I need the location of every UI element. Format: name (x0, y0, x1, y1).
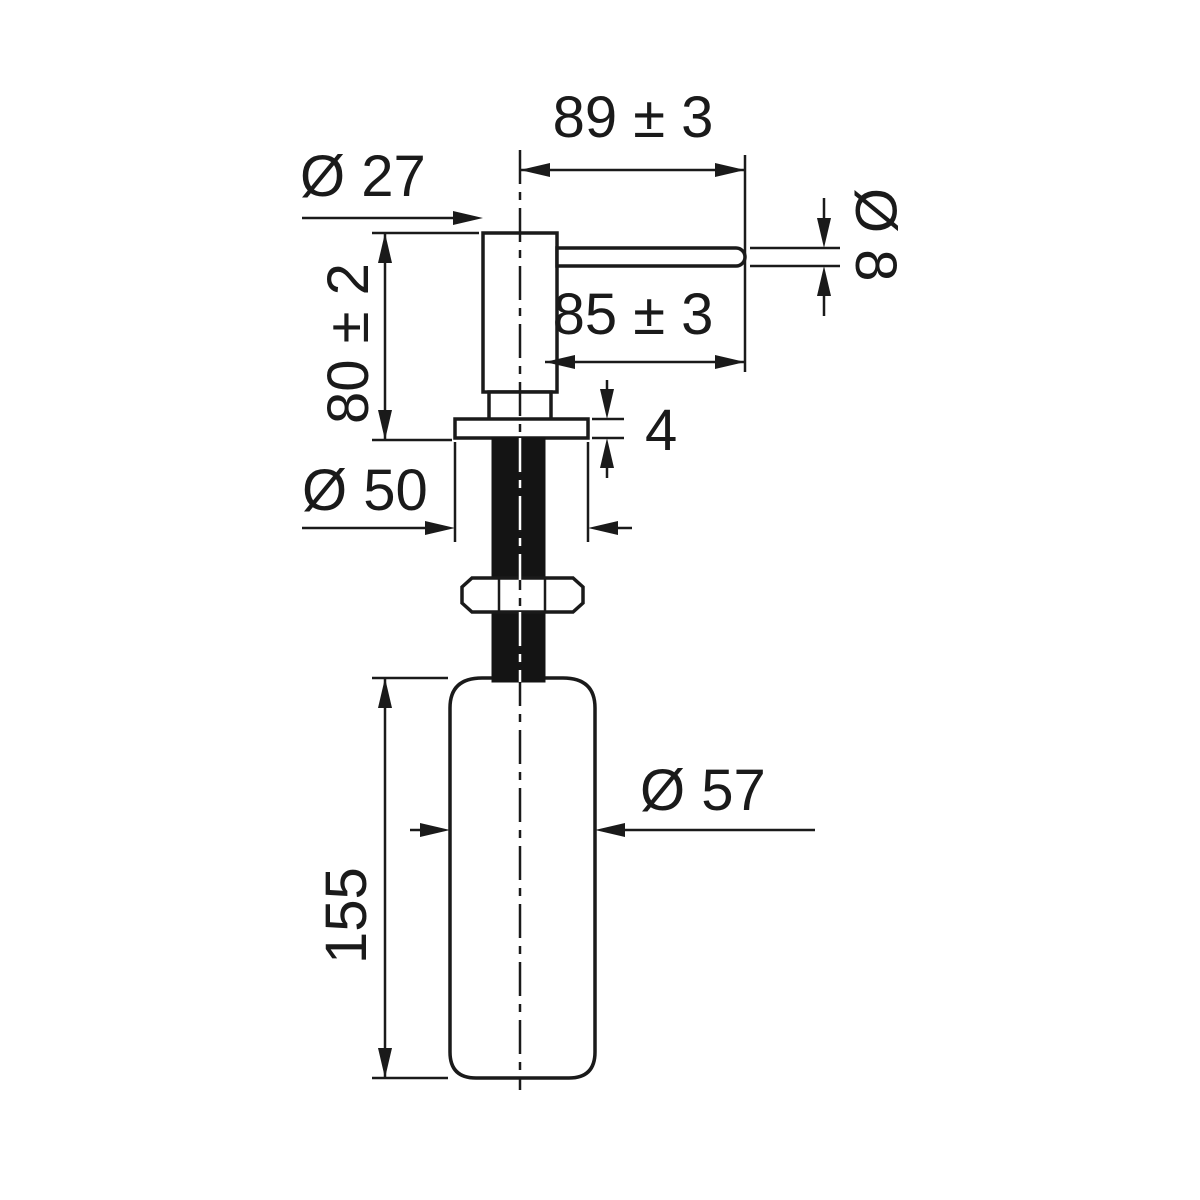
dispenser-outline (448, 150, 747, 1090)
mounting-nut (460, 576, 585, 614)
arrowhead (817, 266, 831, 296)
label-bottle-diameter: Ø 57 (640, 758, 766, 823)
dimension-flange-thickness: 4 (592, 380, 677, 478)
dimension-spout-reach-lower: 85 ± 3 (545, 282, 745, 369)
arrowhead (817, 218, 831, 248)
arrowhead (378, 1048, 392, 1078)
dimension-bottle-height: 155 (314, 676, 448, 1080)
arrowhead (420, 823, 450, 837)
arrowhead (378, 678, 392, 708)
arrowhead (600, 389, 614, 419)
threaded-shank-upper (491, 437, 546, 580)
arrowhead (600, 438, 614, 468)
arrowhead (425, 521, 455, 535)
arrowhead (715, 355, 745, 369)
dimension-body-height: 80 ± 2 (316, 231, 479, 442)
mounting-flange (453, 417, 590, 440)
arrowhead (378, 410, 392, 440)
label-pump-diameter: Ø 27 (300, 144, 426, 209)
label-flange-thickness: 4 (645, 398, 677, 463)
arrowhead (520, 163, 550, 177)
arrowhead (545, 355, 575, 369)
label-body-height: 80 ± 2 (316, 263, 381, 424)
dimension-pump-diameter: Ø 27 (300, 144, 483, 225)
arrowhead (595, 823, 625, 837)
arrowhead (715, 163, 745, 177)
label-spout-reach-upper: 89 ± 3 (553, 85, 714, 150)
label-spout-reach-lower: 85 ± 3 (553, 282, 714, 347)
dimension-flange-diameter: Ø 50 (302, 442, 632, 542)
arrowhead (378, 233, 392, 263)
threaded-shank-lower (491, 611, 546, 683)
label-bottle-height: 155 (314, 867, 379, 964)
arrowhead (453, 211, 483, 225)
label-flange-diameter: Ø 50 (302, 458, 428, 523)
bottle (448, 676, 597, 1080)
label-spout-tube-diameter: Ø 8 (843, 188, 908, 282)
dimension-spout-tube-diameter: Ø 8 (750, 188, 908, 316)
arrowhead (588, 521, 618, 535)
dimension-spout-reach-upper: 89 ± 3 (520, 85, 747, 372)
spout (555, 246, 747, 268)
dimension-bottle-diameter: Ø 57 (410, 758, 815, 837)
